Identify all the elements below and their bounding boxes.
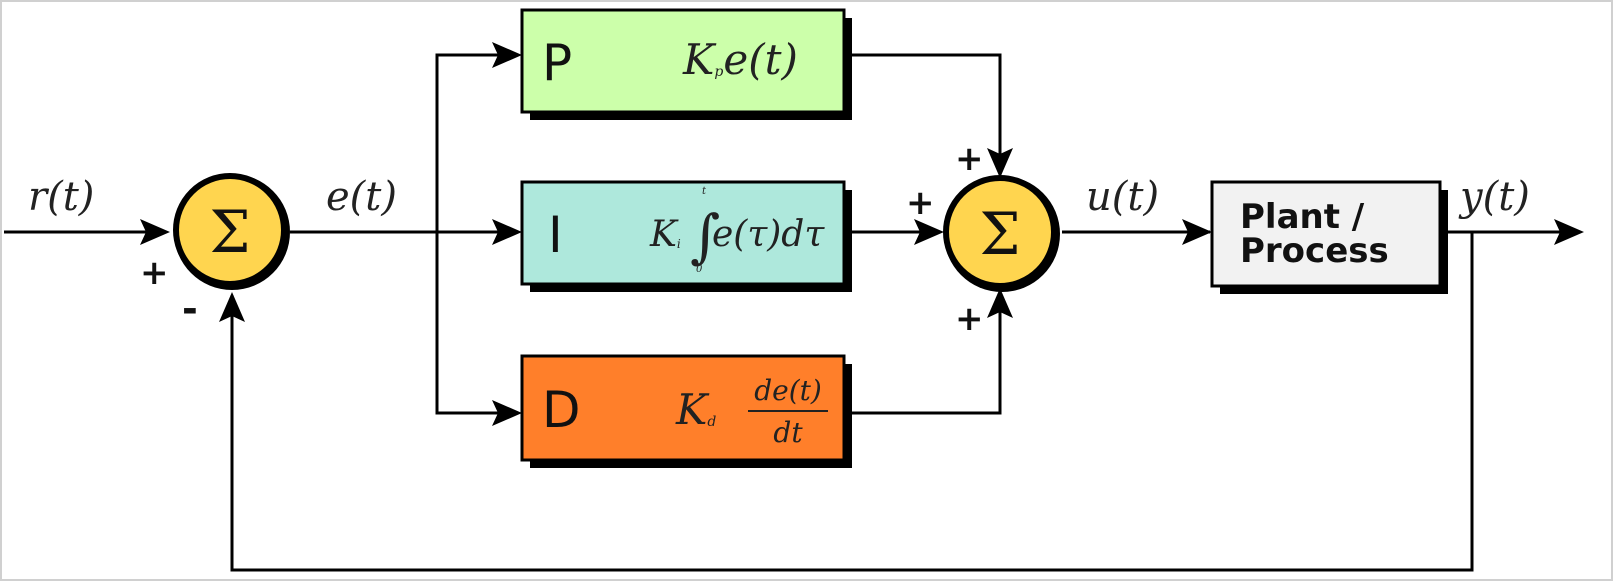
error-label: e(t) bbox=[326, 174, 397, 220]
arrowhead-d bbox=[492, 400, 522, 426]
integral-lower-limit: 0 bbox=[696, 264, 703, 275]
arrowhead-sum2-left bbox=[914, 219, 944, 245]
integral-sign: ∫ bbox=[690, 202, 720, 270]
i-plus-sign: + bbox=[906, 183, 935, 223]
error-line-p bbox=[435, 53, 518, 232]
d-block-box bbox=[520, 354, 846, 462]
arrowheads bbox=[140, 42, 1584, 426]
d-output-line bbox=[845, 290, 1002, 415]
derivative-block: D Kd de(t) dt bbox=[520, 354, 852, 468]
reference-plus-sign: + bbox=[140, 253, 169, 293]
sigma-symbol: Σ bbox=[979, 200, 1020, 268]
integral-block: I Ki ∫ t 0 e(τ)dτ bbox=[520, 180, 852, 292]
summing-junction-control: Σ bbox=[943, 175, 1060, 292]
d-plus-sign: + bbox=[955, 299, 984, 339]
p-letter: P bbox=[542, 34, 572, 92]
summer-circle bbox=[173, 173, 287, 287]
reference-label: r(t) bbox=[28, 174, 94, 220]
arrowhead-p bbox=[492, 42, 522, 68]
d-denominator: dt bbox=[773, 416, 803, 449]
plant-block: Plant / Process bbox=[1210, 180, 1448, 294]
proportional-block: P Kpe(t) bbox=[520, 8, 852, 120]
d-gain: Kd bbox=[675, 385, 716, 434]
i-term: e(τ)dτ bbox=[712, 214, 825, 255]
arrowhead-feedback bbox=[219, 292, 245, 322]
d-numerator: de(t) bbox=[754, 374, 822, 407]
integral-upper-limit: t bbox=[702, 186, 707, 197]
control-label: u(t) bbox=[1086, 174, 1159, 220]
i-block-box bbox=[520, 180, 846, 286]
plant-label-line1: Plant / bbox=[1240, 197, 1365, 237]
arrowhead-i bbox=[492, 219, 522, 245]
sigma-symbol: Σ bbox=[209, 198, 250, 266]
plant-label-line2: Process bbox=[1240, 231, 1389, 271]
p-plus-sign: + bbox=[955, 139, 984, 179]
d-letter: D bbox=[542, 381, 581, 439]
p-output-line bbox=[845, 53, 1002, 175]
arrowhead-reference bbox=[140, 219, 170, 245]
feedback-line bbox=[230, 232, 1474, 572]
arrowhead-plant bbox=[1182, 219, 1212, 245]
arrowhead-sum2-bottom bbox=[987, 288, 1013, 318]
plant-box bbox=[1210, 180, 1442, 288]
summer-circle bbox=[943, 175, 1057, 289]
i-letter: I bbox=[548, 206, 563, 264]
arrowhead-sum2-top bbox=[987, 148, 1013, 178]
feedback-minus-sign: - bbox=[182, 287, 198, 331]
p-gain: Kpe(t) bbox=[682, 35, 798, 84]
p-block-box bbox=[520, 8, 846, 114]
arrowhead-output bbox=[1554, 219, 1584, 245]
i-gain: Ki bbox=[649, 214, 681, 255]
output-label: y(t) bbox=[1458, 174, 1530, 220]
error-line-d bbox=[435, 232, 518, 415]
summing-junction-error: Σ bbox=[173, 173, 290, 290]
